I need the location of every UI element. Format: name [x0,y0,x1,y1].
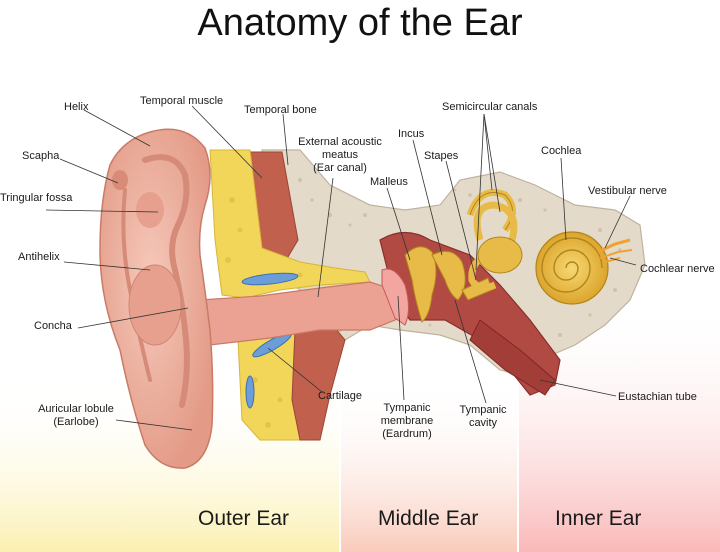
label-external-acoustic-meatus: External acoustic meatus (Ear canal) [292,136,388,175]
label-tympanic-membrane: Tympanic membrane (Eardrum) [372,402,442,441]
label-cochlea: Cochlea [541,145,582,157]
label-lobule-line1: Auricular lobule [38,403,114,415]
label-temporal-bone: Temporal bone [244,104,317,116]
label-tympanic-membrane-line3: (Eardrum) [382,428,432,440]
section-inner-ear: Inner Ear [555,507,642,530]
tympanic-membrane [381,268,409,326]
label-lobule-line2: (Earlobe) [53,416,99,428]
section-middle-ear: Middle Ear [378,507,479,530]
label-scapha: Scapha [22,150,60,162]
vestibule [477,236,523,274]
middle-ear-region [340,380,518,552]
label-concha: Concha [34,320,72,332]
cartilage-upper [241,272,299,286]
label-tympanic-cavity-line2: cavity [468,417,498,429]
label-helix: Helix [64,101,89,113]
label-incus: Incus [398,128,425,140]
label-external-meatus-line2: meatus [321,149,359,161]
label-vestibular-nerve: Vestibular nerve [588,185,667,197]
antihelix-fold [142,154,190,408]
malleus-bone [404,246,437,323]
cartilage-small [245,375,255,409]
concha-bowl [128,264,182,346]
label-semicircular-canals: Semicircular canals [442,101,538,113]
label-stapes: Stapes [424,150,459,162]
label-eustachian-tube: Eustachian tube [618,391,697,403]
label-cochlear-nerve: Cochlear nerve [640,263,715,275]
label-malleus: Malleus [370,176,408,188]
label-auricular-lobule: Auricular lobule (Earlobe) [28,403,124,429]
label-tympanic-membrane-line2: membrane [380,415,434,427]
label-temporal-muscle: Temporal muscle [140,95,224,107]
label-tympanic-cavity: Tympanic cavity [452,404,514,430]
vestibular-nerve-fibers [597,238,631,254]
incus-bone [431,250,466,301]
diagram-title: Anatomy of the Ear [197,2,523,44]
label-external-meatus-line1: External acoustic [298,136,382,148]
label-triangular-fossa: Tringular fossa [0,192,73,204]
label-cartilage: Cartilage [318,390,363,402]
label-tympanic-cavity-line1: Tympanic [459,404,507,416]
label-external-meatus-line3: (Ear canal) [313,162,367,174]
label-antihelix: Antihelix [18,251,60,263]
cochlea-spiral [535,231,609,305]
section-outer-ear: Outer Ear [198,507,290,530]
label-tympanic-membrane-line1: Tympanic [383,402,431,414]
